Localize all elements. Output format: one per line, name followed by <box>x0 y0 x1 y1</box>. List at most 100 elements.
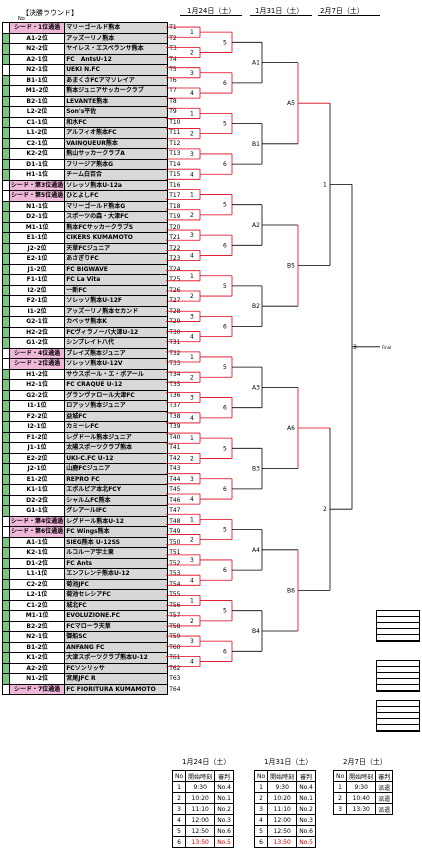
schedule-cell: No.4 <box>296 781 316 793</box>
match-number: 4 <box>190 252 194 259</box>
page-title: 【決勝ラウンド】 <box>22 9 78 17</box>
schedule-cell: 10:40 <box>346 792 377 804</box>
team-number: T3 <box>169 45 177 53</box>
schedule-cell: 9:30 <box>346 781 377 793</box>
match-number: 4 <box>190 90 194 97</box>
match-number: 6 <box>223 648 227 655</box>
schedule-header: 審判 <box>375 770 394 782</box>
team-number: T42 <box>169 454 181 462</box>
team-number: T34 <box>169 370 181 378</box>
team-number: T63 <box>169 675 181 683</box>
team-number: T62 <box>169 664 181 672</box>
schedule-cell: 6 <box>171 836 187 848</box>
match-number: 1 <box>190 516 194 523</box>
match-label: B1 <box>252 141 260 148</box>
match-number: 1 <box>323 181 327 188</box>
match-number: 3 <box>190 151 194 158</box>
team-group: C2-1位 <box>8 137 66 149</box>
team-name: 熊本FCサッカークラブS <box>64 221 169 233</box>
schedule-header: No <box>253 770 269 782</box>
match-label: A6 <box>287 425 295 432</box>
team-group: J2-2位 <box>8 242 66 254</box>
team-number: T46 <box>169 496 181 504</box>
match-number: 2 <box>323 506 327 513</box>
schedule-header: No <box>332 770 348 782</box>
header-date-2: 1月31日（土） <box>255 7 304 15</box>
team-number: T41 <box>169 444 181 452</box>
schedule-cell: 6 <box>253 836 269 848</box>
team-number: T8 <box>169 97 177 105</box>
schedule-cell: 9:30 <box>185 781 216 793</box>
match-number: 5 <box>223 202 227 209</box>
match-number: 4 <box>190 334 194 341</box>
match-number: 6 <box>223 80 227 87</box>
schedule-cell: No.6 <box>214 825 234 837</box>
match-number: 4 <box>190 658 194 665</box>
schedule-cell: 10:20 <box>185 792 216 804</box>
match-number: 5 <box>223 527 227 534</box>
schedule-cell: 3 <box>332 803 348 815</box>
match-number: 1 <box>190 354 194 361</box>
team-group: シード・第3位通過 <box>8 179 66 191</box>
match-number: 6 <box>223 486 227 493</box>
team-group: M1-1位 <box>8 221 66 233</box>
schedule-cell: No.1 <box>296 792 316 804</box>
team-number: T16 <box>169 181 181 189</box>
team-number: T48 <box>169 517 181 525</box>
team-name: 熊山サッカークラブA <box>64 148 169 160</box>
header-date-1: 1月24日（土） <box>187 7 236 15</box>
team-group: L1-2位 <box>8 127 66 139</box>
schedule-cell: 10:20 <box>267 792 298 804</box>
match-number: 1 <box>190 110 194 117</box>
team-number: T13 <box>169 150 181 158</box>
schedule-cell: 2 <box>253 792 269 804</box>
schedule-header: No <box>171 770 187 782</box>
schedule-cell: 11:10 <box>267 803 298 815</box>
schedule-cell: 12:00 <box>185 814 216 826</box>
schedule-cell: 派遣 <box>375 803 394 815</box>
standings-box-1 <box>376 610 420 642</box>
schedule-cell: 12:50 <box>185 825 216 837</box>
team-number: T47 <box>169 507 181 515</box>
team-number: T33 <box>169 360 181 368</box>
schedule-cell: 1 <box>332 781 348 793</box>
team-name: マリーゴールド熊本G <box>64 200 169 212</box>
schedule-header: 審判 <box>296 770 316 782</box>
schedule-cell: 13:50 <box>267 836 298 848</box>
schedule-cell: 3 <box>171 803 187 815</box>
team-number: T17 <box>169 192 181 200</box>
match-label: A4 <box>252 547 260 554</box>
team-number: T32 <box>169 349 181 357</box>
team-number: T25 <box>169 276 181 284</box>
team-number: T23 <box>169 255 181 263</box>
schedule-cell: 13:30 <box>346 803 377 815</box>
team-number: T39 <box>169 423 181 431</box>
schedule-cell: 5 <box>171 825 187 837</box>
team-number: T51 <box>169 549 181 557</box>
team-number: T11 <box>169 129 181 137</box>
schedule-title: 1月31日（土） <box>264 758 313 766</box>
match-number: 3 <box>190 557 194 564</box>
team-number: T60 <box>169 643 181 651</box>
match-number: 2 <box>190 618 194 625</box>
match-number: 6 <box>223 567 227 574</box>
team-number: T2 <box>169 34 177 42</box>
team-number: T21 <box>169 234 181 242</box>
match-number: 2 <box>190 537 194 544</box>
team-name: ソレッソ熊本U-12a <box>64 179 169 191</box>
team-group: D1-1位 <box>8 158 66 170</box>
match-number: 5 <box>223 608 227 615</box>
team-number: T24 <box>169 265 181 273</box>
